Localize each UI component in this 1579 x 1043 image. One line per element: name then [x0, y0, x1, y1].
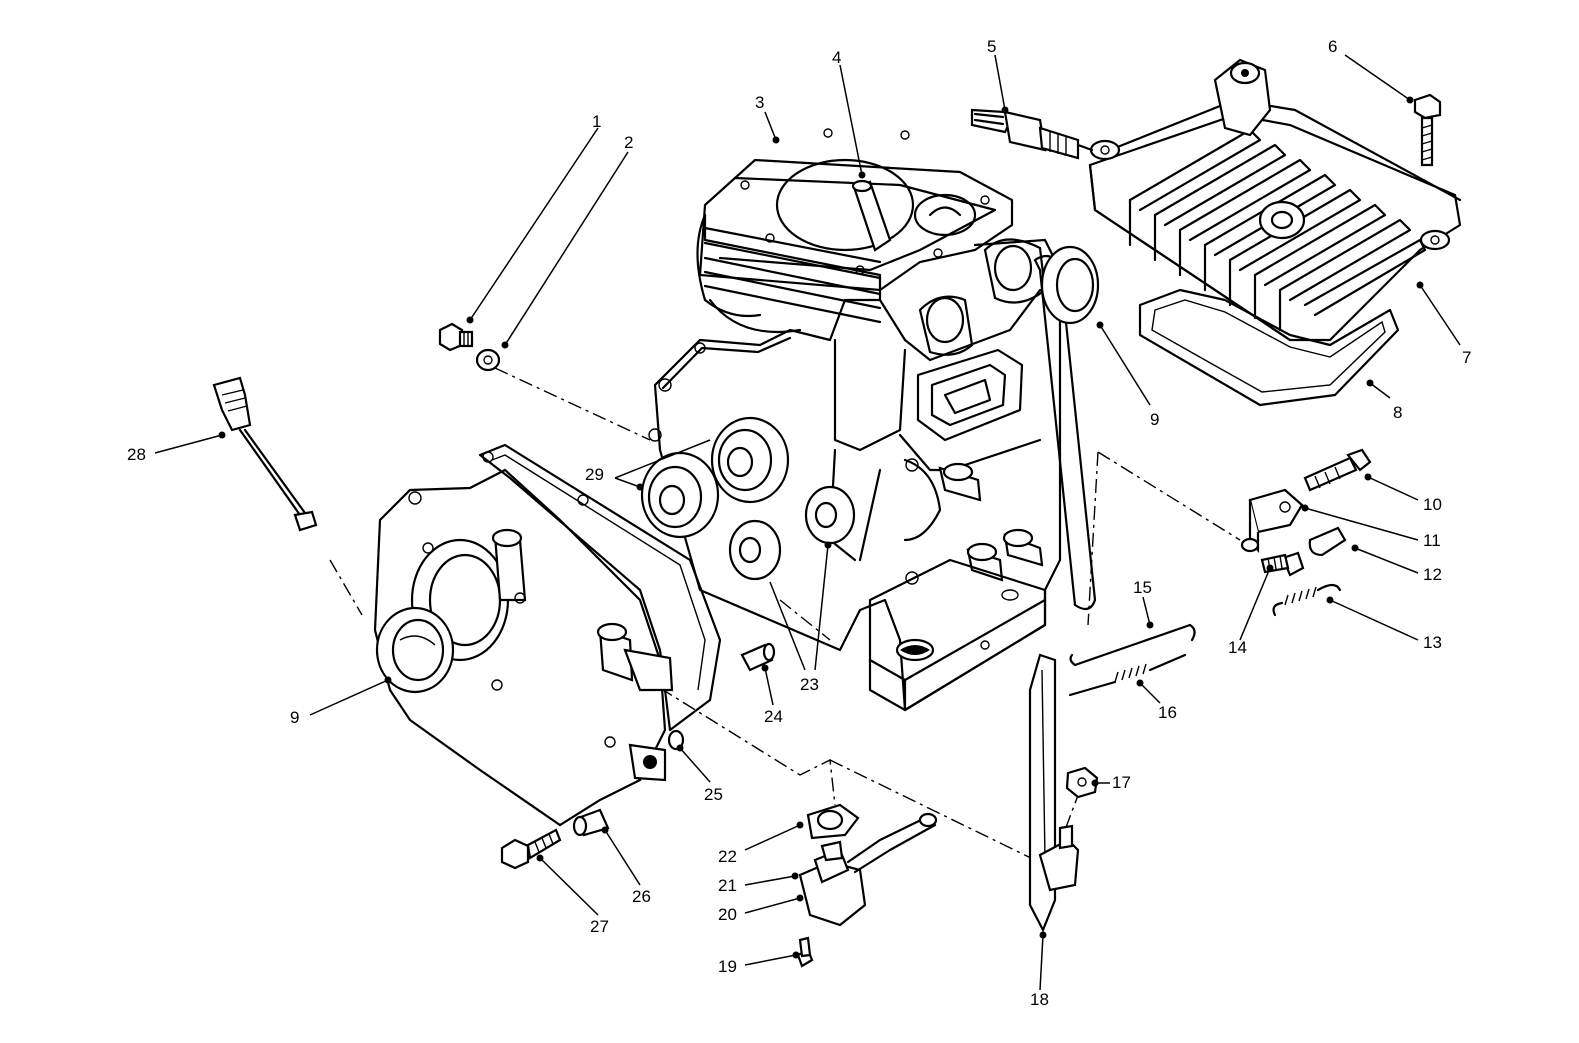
dowel-pin-26: [572, 808, 610, 837]
callout-17: 17: [1112, 773, 1131, 792]
callout-3: 3: [755, 93, 764, 112]
bearings: [640, 416, 856, 581]
gasket-22: [806, 803, 860, 840]
oil-seal-right: [1040, 245, 1100, 325]
bolt-6: [1413, 93, 1442, 167]
spark-plug: [970, 108, 1094, 160]
spring-13: [1272, 583, 1342, 617]
governor-seal-loop: [1033, 254, 1097, 611]
callout-26: 26: [632, 887, 651, 906]
alignment-lines: [329, 367, 1241, 861]
bracket-11: [1240, 488, 1304, 554]
callout-11: 11: [1423, 531, 1441, 550]
screw-19: [796, 936, 814, 968]
callout-23: 23: [800, 675, 819, 694]
callout-18: 18: [1030, 990, 1049, 1009]
callout-1: 1: [592, 112, 601, 131]
head-gasket: [1138, 288, 1400, 407]
engine-block: [648, 128, 1062, 712]
callout-2: 2: [624, 133, 633, 152]
callout-labels: 1 2 3 4 5 6 7 8 9 9 10 11 12 13 14 15 16…: [127, 37, 1471, 1009]
dipstick: [212, 376, 318, 532]
dowel-pin-25: [667, 729, 685, 751]
governor-spring-16: [1068, 653, 1187, 697]
oil-sensor: [798, 812, 938, 927]
dowel-pin-24: [740, 642, 776, 672]
bolt-1: [438, 322, 474, 352]
callout-5: 5: [987, 37, 996, 56]
callout-6: 6: [1328, 37, 1337, 56]
callout-28: 28: [127, 445, 146, 464]
governor-arm: [1028, 653, 1080, 933]
bolt-27: [500, 828, 562, 870]
head-bolt-holes: [740, 128, 990, 275]
callout-16: 16: [1158, 703, 1177, 722]
washer-2: [475, 348, 501, 372]
cylinder-head-cover: [1088, 58, 1462, 342]
nut-17: [1065, 766, 1099, 799]
bearing-23-b: [728, 519, 782, 581]
callout-7: 7: [1462, 348, 1471, 367]
bearing-29-lower: [640, 451, 720, 539]
bearing-29-upper: [710, 416, 790, 504]
governor-rod-15: [1069, 623, 1196, 667]
callout-12: 12: [1423, 565, 1442, 584]
callout-21: 21: [718, 876, 737, 895]
callout-25: 25: [704, 785, 723, 804]
callout-24: 24: [764, 707, 783, 726]
callout-9-left: 9: [290, 708, 299, 727]
callout-10: 10: [1423, 495, 1442, 514]
callout-14: 14: [1228, 638, 1247, 657]
callout-8: 8: [1393, 403, 1402, 422]
callout-15: 15: [1133, 578, 1152, 597]
callout-13: 13: [1423, 633, 1442, 652]
callout-4: 4: [832, 48, 841, 67]
callout-29: 29: [585, 465, 604, 484]
leader-lines: [154, 54, 1461, 991]
bearing-23-a: [804, 485, 856, 545]
callout-20: 20: [718, 905, 737, 924]
callout-9-right: 9: [1150, 410, 1159, 429]
callout-22: 22: [718, 847, 737, 866]
clip-12: [1308, 526, 1347, 557]
bolt-10: [1303, 448, 1372, 492]
crankcase-cover: [373, 443, 722, 827]
callout-27: 27: [590, 917, 609, 936]
pushrod-tube: [851, 179, 892, 252]
callout-19: 19: [718, 957, 737, 976]
